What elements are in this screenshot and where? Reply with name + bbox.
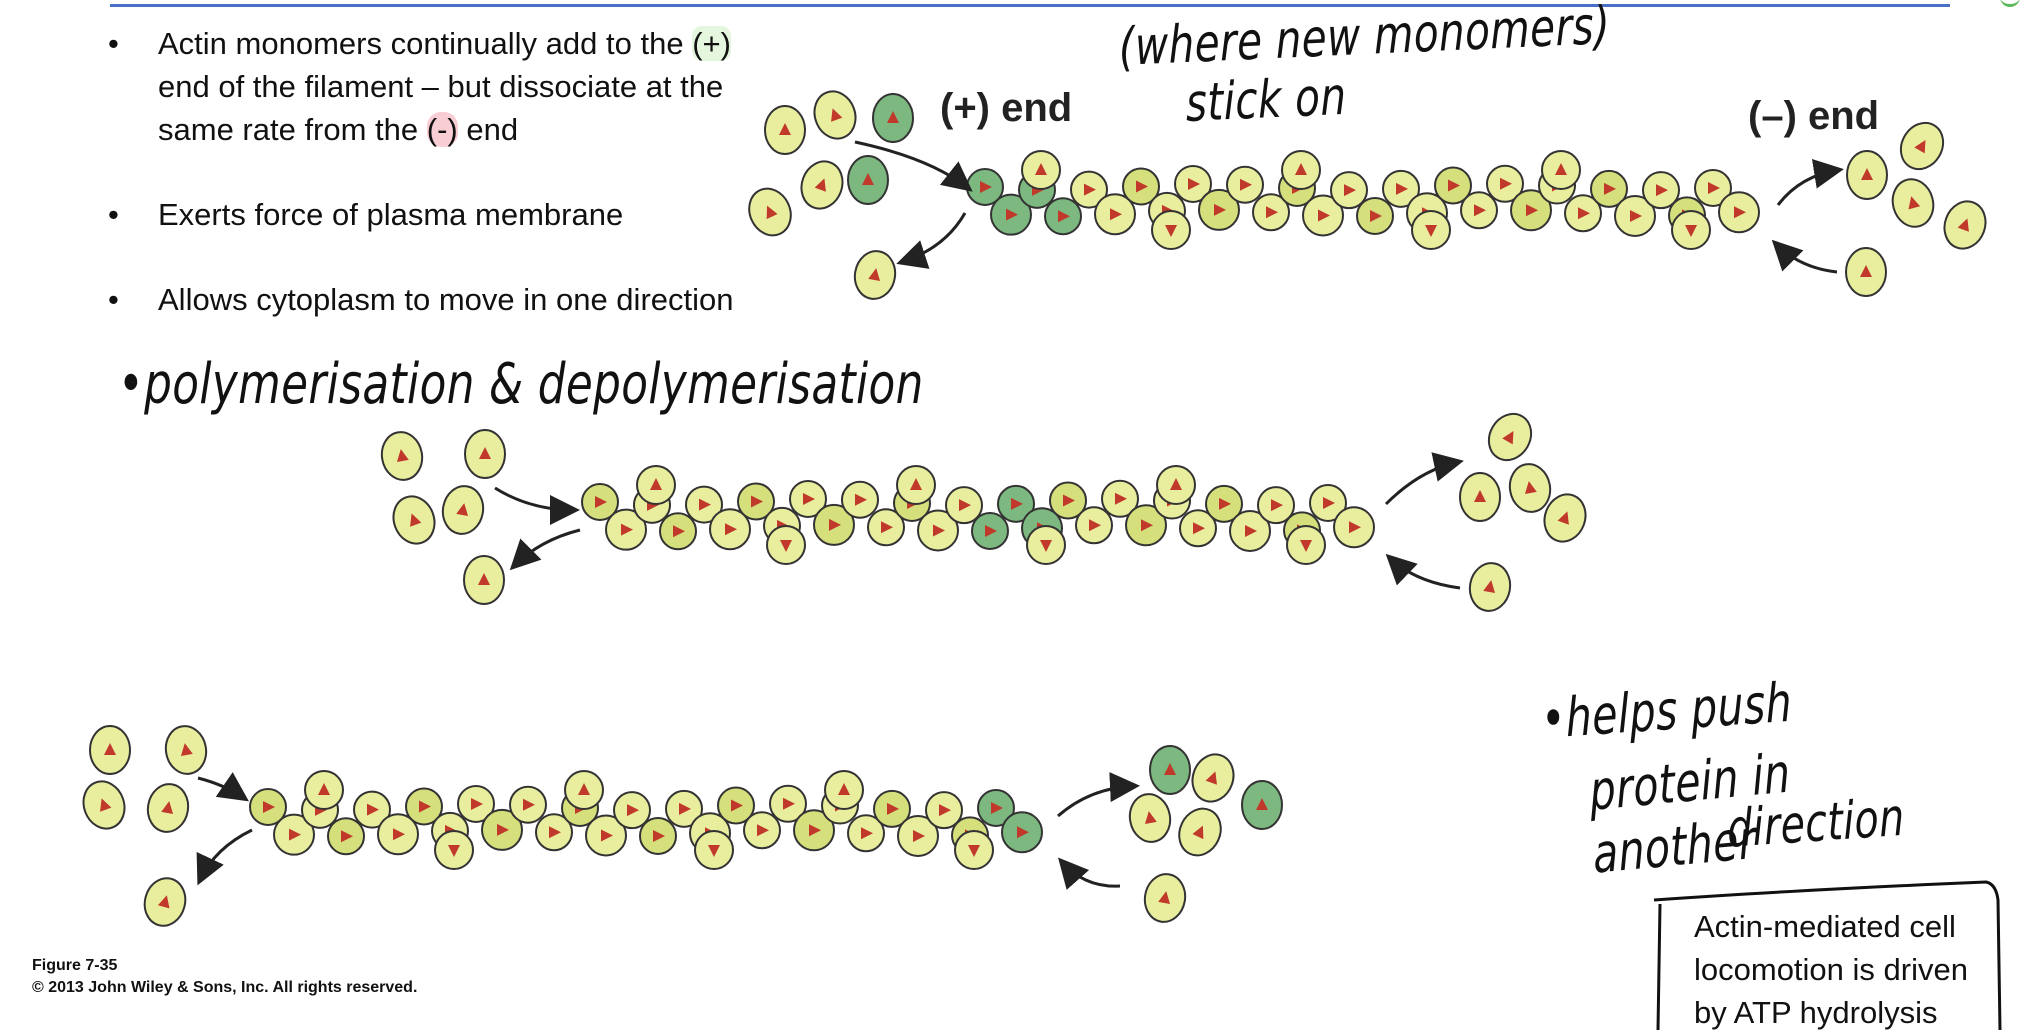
free-monomer-r3-8 [1128,793,1172,843]
plus-end-label: (+) end [940,86,1073,130]
arrow-leave-minus-end-2 [1384,452,1464,506]
free-monomer-r3-3 [146,783,190,833]
free-monomer-r3-0 [89,725,131,775]
arrow-leave-plus-end-3 [196,828,253,886]
free-monomer-r3-5 [1149,745,1191,795]
atp-hydrolysis-note: Actin-mediated cell locomotion is driven… [1694,909,1968,1030]
bullet-polymerization: Actin monomers continually add to the (+… [100,22,740,151]
atp-hydrolysis-note-box: Actin-mediated cell locomotion is driven… [1646,880,2002,1030]
arrow-add-plus-end-2 [494,486,580,525]
copyright-notice: © 2013 John Wiley & Sons, Inc. All right… [32,979,418,996]
free-monomer-r2-3 [441,485,485,535]
arrow-leave-plus-end-2 [509,528,581,571]
minus-highlight: (-) [426,112,458,147]
free-monomer-r2-0 [380,431,424,481]
bullet-direction: Allows cytoplasm to move in one directio… [100,278,740,321]
title-underline [110,4,1950,7]
arrow-leave-plus-end-1 [896,212,967,269]
free-monomer-r1-7 [1846,150,1888,200]
free-monomer-r2-2 [392,495,436,545]
bullet-list: Actin monomers continually add to the (+… [100,22,740,363]
free-monomer-r1-8 [1899,121,1945,171]
figure-number: Figure 7-35 [32,957,118,974]
free-monomer-r3-10 [1143,873,1187,923]
filament-bottom [249,770,1043,870]
free-monomer-r2-8 [1543,493,1587,543]
corner-mark [2000,0,2020,7]
bullet-force: Exerts force of plasma membrane [100,193,740,236]
free-monomer-r1-9 [1891,178,1935,228]
free-monomer-r1-10 [1943,200,1987,250]
free-monomer-r3-9 [1178,807,1222,857]
box-outline [1653,880,2002,1030]
free-monomer-r1-3 [800,160,844,210]
free-monomer-r2-9 [1468,562,1512,612]
free-monomer-r1-11 [1845,247,1887,297]
arrow-leave-minus-end-3 [1057,772,1140,818]
arrow-add-minus-end-2 [1385,553,1461,590]
free-monomer-r2-7 [1508,463,1552,513]
free-monomer-r2-1 [464,429,506,479]
free-monomer-r2-5 [1487,412,1533,462]
free-monomer-r3-1 [164,725,208,775]
arrow-add-plus-end-1 [854,140,973,192]
free-monomer-r1-2 [872,93,914,143]
figure-caption: Figure 7-35 © 2013 John Wiley & Sons, In… [32,955,417,999]
free-monomer-r3-4 [143,877,187,927]
free-monomer-r1-6 [853,250,897,300]
free-monomer-r1-4 [847,155,889,205]
free-monomer-r1-1 [813,90,857,140]
free-monomer-r2-4 [463,555,505,605]
arrow-leave-minus-end-1 [1776,158,1844,206]
free-monomer-r3-7 [1241,780,1283,830]
free-monomer-r2-6 [1459,472,1501,522]
filament-middle [581,465,1375,565]
arrow-add-minus-end-1 [1771,239,1838,274]
free-monomer-r1-0 [764,105,806,155]
free-monomer-r3-2 [82,780,126,830]
minus-end-label: (–) end [1748,94,1880,138]
arrow-add-minus-end-3 [1058,857,1121,890]
filament-top [966,150,1760,250]
plus-highlight: (+) [692,26,731,61]
free-monomer-r1-5 [748,187,792,237]
handwritten-polymerisation-note: •polymerisation & depolymerisation [118,352,924,417]
free-monomer-r3-6 [1191,753,1235,803]
arrow-add-plus-end-3 [197,772,249,802]
